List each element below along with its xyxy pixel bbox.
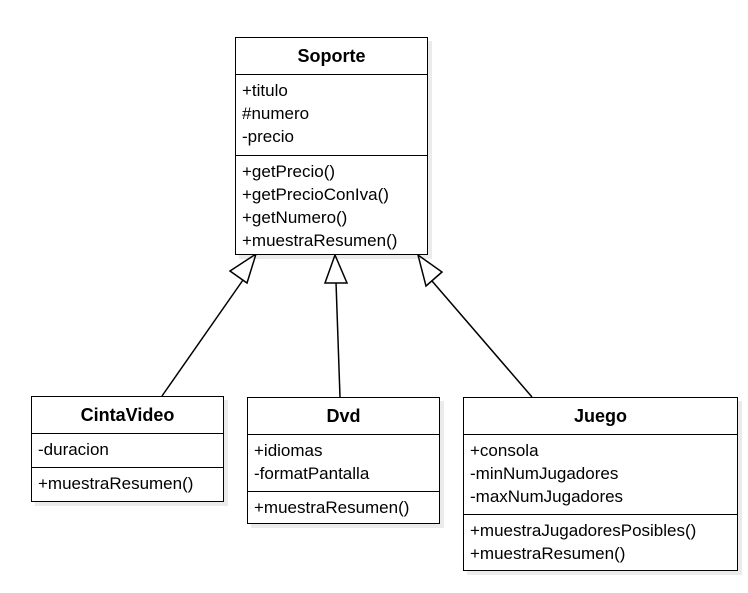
attributes-section: +consola -minNumJugadores -maxNumJugador… xyxy=(464,435,737,514)
attribute: -minNumJugadores xyxy=(470,464,619,483)
attributes-section: +idiomas -formatPantalla xyxy=(248,435,439,491)
methods-section: +muestraJugadoresPosibles() +muestraResu… xyxy=(464,514,737,569)
attribute: +consola xyxy=(470,441,539,460)
class-name: Soporte xyxy=(236,38,427,75)
attributes-section: +titulo #numero -precio xyxy=(236,75,427,155)
method: +getPrecio() xyxy=(242,162,336,181)
class-name: Dvd xyxy=(248,398,439,435)
attribute: #numero xyxy=(242,104,310,123)
class-name: Juego xyxy=(464,398,737,435)
methods-section: +muestraResumen() xyxy=(248,491,439,523)
class-juego[interactable]: Juego +consola -minNumJugadores -maxNumJ… xyxy=(463,397,738,571)
class-cintavideo[interactable]: CintaVideo -duracion +muestraResumen() xyxy=(31,396,224,502)
edge-juego-soporte xyxy=(431,280,533,398)
generalization-arrow-dvd xyxy=(323,252,349,284)
edge-dvd-soporte xyxy=(335,281,341,398)
method: +getNumero() xyxy=(242,208,348,227)
class-soporte[interactable]: Soporte +titulo #numero -precio +getPrec… xyxy=(235,37,428,255)
class-name: CintaVideo xyxy=(32,397,223,434)
method: +muestraResumen() xyxy=(242,231,398,250)
method: +getPrecioConIva() xyxy=(242,185,389,204)
generalization-arrow-juego xyxy=(416,253,444,288)
attribute: -precio xyxy=(242,127,294,146)
edge-cintavideo-soporte xyxy=(161,279,244,397)
attribute: -formatPantalla xyxy=(254,464,370,483)
class-dvd[interactable]: Dvd +idiomas -formatPantalla +muestraRes… xyxy=(247,397,440,524)
attribute: +idiomas xyxy=(254,441,323,460)
attribute: -duracion xyxy=(38,440,109,459)
attributes-section: -duracion xyxy=(32,434,223,467)
methods-section: +muestraResumen() xyxy=(32,467,223,499)
methods-section: +getPrecio() +getPrecioConIva() +getNume… xyxy=(236,155,427,256)
method: +muestraJugadoresPosibles() xyxy=(470,521,697,540)
generalization-arrow-cintavideo xyxy=(228,252,258,285)
attribute: -maxNumJugadores xyxy=(470,487,624,506)
method: +muestraResumen() xyxy=(470,544,626,563)
method: +muestraResumen() xyxy=(38,474,194,493)
attribute: +titulo xyxy=(242,81,288,100)
method: +muestraResumen() xyxy=(254,498,410,517)
